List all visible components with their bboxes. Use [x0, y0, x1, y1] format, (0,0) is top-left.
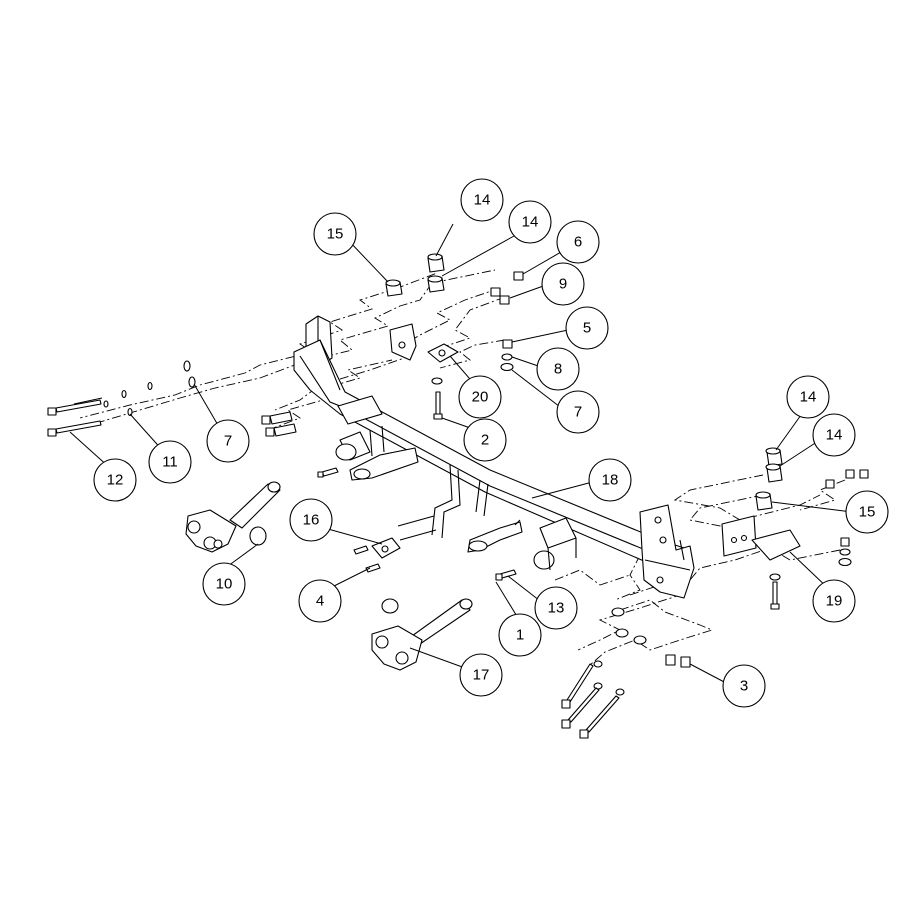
right-bracket — [721, 515, 801, 561]
callout-15: 15 — [845, 490, 889, 534]
svg-text:6: 6 — [574, 234, 582, 251]
svg-text:3: 3 — [740, 678, 748, 695]
callout-16: 16 — [289, 498, 333, 542]
left-bracket — [389, 323, 459, 363]
callout-18: 18 — [588, 458, 632, 502]
svg-text:20: 20 — [472, 389, 489, 406]
callout-7: 7 — [556, 390, 600, 434]
callout-13: 13 — [534, 586, 578, 630]
svg-text:15: 15 — [859, 504, 876, 521]
callout-6: 6 — [556, 220, 600, 264]
svg-text:13: 13 — [548, 600, 565, 617]
callout-12: 12 — [93, 458, 137, 502]
svg-text:1: 1 — [516, 627, 524, 644]
svg-text:10: 10 — [216, 576, 233, 593]
callout-10: 10 — [202, 562, 246, 606]
svg-text:11: 11 — [162, 454, 178, 471]
svg-text:8: 8 — [554, 361, 562, 378]
callout-15: 15 — [313, 212, 357, 256]
svg-text:16: 16 — [303, 512, 320, 529]
callout-5: 5 — [565, 306, 609, 350]
svg-text:5: 5 — [583, 320, 591, 337]
bolts — [47, 391, 780, 739]
callout-7: 7 — [206, 419, 250, 463]
callout-14: 14 — [786, 375, 830, 419]
shackle-mount-right — [371, 598, 473, 671]
callout-14: 14 — [460, 178, 504, 222]
callout-17: 17 — [459, 653, 503, 697]
callout-14: 14 — [812, 413, 856, 457]
callout-11: 11 — [148, 440, 192, 484]
svg-text:12: 12 — [107, 472, 124, 489]
svg-text:18: 18 — [602, 472, 619, 489]
callout-3: 3 — [722, 664, 766, 708]
pin-plate — [371, 515, 437, 559]
spacer-tubes — [385, 253, 783, 511]
svg-text:14: 14 — [474, 192, 491, 209]
callout-14: 14 — [508, 200, 552, 244]
shackle-mount-left — [185, 481, 281, 553]
callout-4: 4 — [298, 579, 342, 623]
svg-text:14: 14 — [522, 214, 539, 231]
callout-8: 8 — [536, 347, 580, 391]
svg-text:14: 14 — [800, 389, 817, 406]
callout-9: 9 — [541, 262, 585, 306]
svg-text:7: 7 — [224, 433, 232, 450]
callout-1: 1 — [498, 613, 542, 657]
svg-text:15: 15 — [327, 226, 344, 243]
svg-text:19: 19 — [826, 593, 843, 610]
svg-text:14: 14 — [826, 427, 843, 444]
callouts: 14 15 14 6 9 5 8 7 20 2 7 11 12 14 14 18… — [93, 178, 889, 708]
svg-text:7: 7 — [574, 404, 582, 421]
main-receiver-bar — [293, 315, 695, 599]
svg-text:17: 17 — [473, 667, 490, 684]
svg-text:9: 9 — [559, 276, 567, 293]
callout-19: 19 — [812, 579, 856, 623]
nuts-and-washers — [103, 271, 869, 696]
svg-text:2: 2 — [481, 432, 489, 449]
svg-text:4: 4 — [316, 593, 324, 610]
callout-20: 20 — [458, 375, 502, 419]
callout-2: 2 — [463, 418, 507, 462]
